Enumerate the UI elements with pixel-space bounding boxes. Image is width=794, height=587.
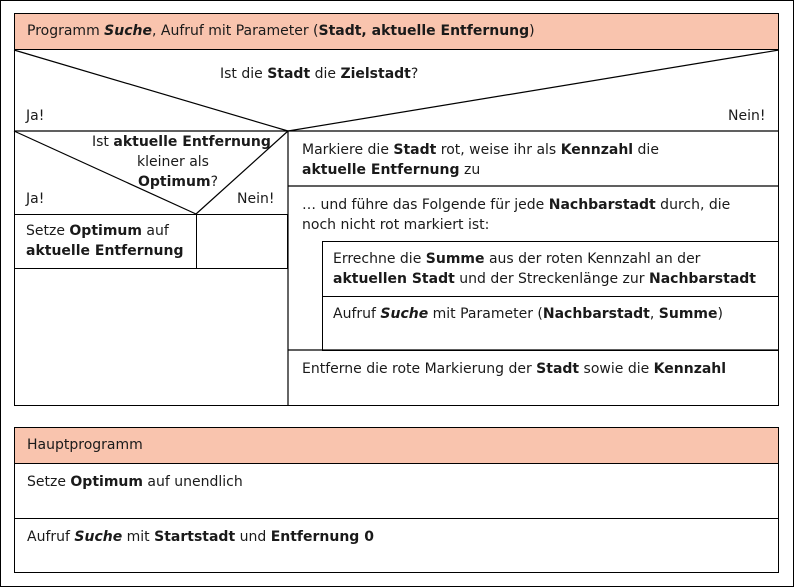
cond1-question: Ist die Stadt die Zielstadt? bbox=[220, 66, 419, 82]
cond1-yes-label: Ja! bbox=[26, 108, 45, 124]
errechne-line1: Errechne die Summe aus der roten Kennzah… bbox=[333, 251, 701, 267]
cond1-no-label: Nein! bbox=[728, 108, 766, 124]
set-optimum-line2: aktuelle Entfernung bbox=[26, 243, 184, 259]
box-set-optimum bbox=[14, 214, 197, 269]
cond2-line2: kleiner als bbox=[137, 154, 209, 170]
set-optimum-line1: Setze Optimum auf bbox=[26, 223, 169, 239]
haupt-setze-text: Setze Optimum auf unendlich bbox=[27, 474, 243, 490]
haupt-aufruf-text: Aufruf Suche mit Startstadt und Entfernu… bbox=[27, 529, 374, 545]
entferne-text: Entferne die rote Markierung der Stadt s… bbox=[302, 361, 727, 377]
cond2-yes-label: Ja! bbox=[26, 191, 45, 207]
suche-header-text: Programm Suche, Aufruf mit Parameter (St… bbox=[27, 23, 535, 39]
loop-line1: … und führe das Folgende für jede Nachba… bbox=[302, 197, 731, 213]
haupt-aufruf-box bbox=[14, 518, 779, 573]
errechne-line2: aktuellen Stadt und der Streckenlänge zu… bbox=[333, 271, 756, 287]
cond2-line3: Optimum? bbox=[138, 174, 218, 190]
aufruf-suche-text: Aufruf Suche mit Parameter (Nachbarstadt… bbox=[333, 306, 723, 322]
cond2-no-label: Nein! bbox=[237, 191, 275, 207]
markiere-line2: aktuelle Entfernung zu bbox=[302, 162, 481, 178]
haupt-header bbox=[14, 427, 779, 464]
box-aufruf-suche bbox=[322, 296, 779, 351]
markiere-line1: Markiere die Stadt rot, weise ihr als Ke… bbox=[302, 142, 659, 158]
cond2-line1: Ist aktuelle Entfernung bbox=[92, 134, 271, 150]
haupt-header-text: Hauptprogramm bbox=[27, 437, 143, 453]
loop-line2: noch nicht rot markiert ist: bbox=[302, 217, 490, 233]
